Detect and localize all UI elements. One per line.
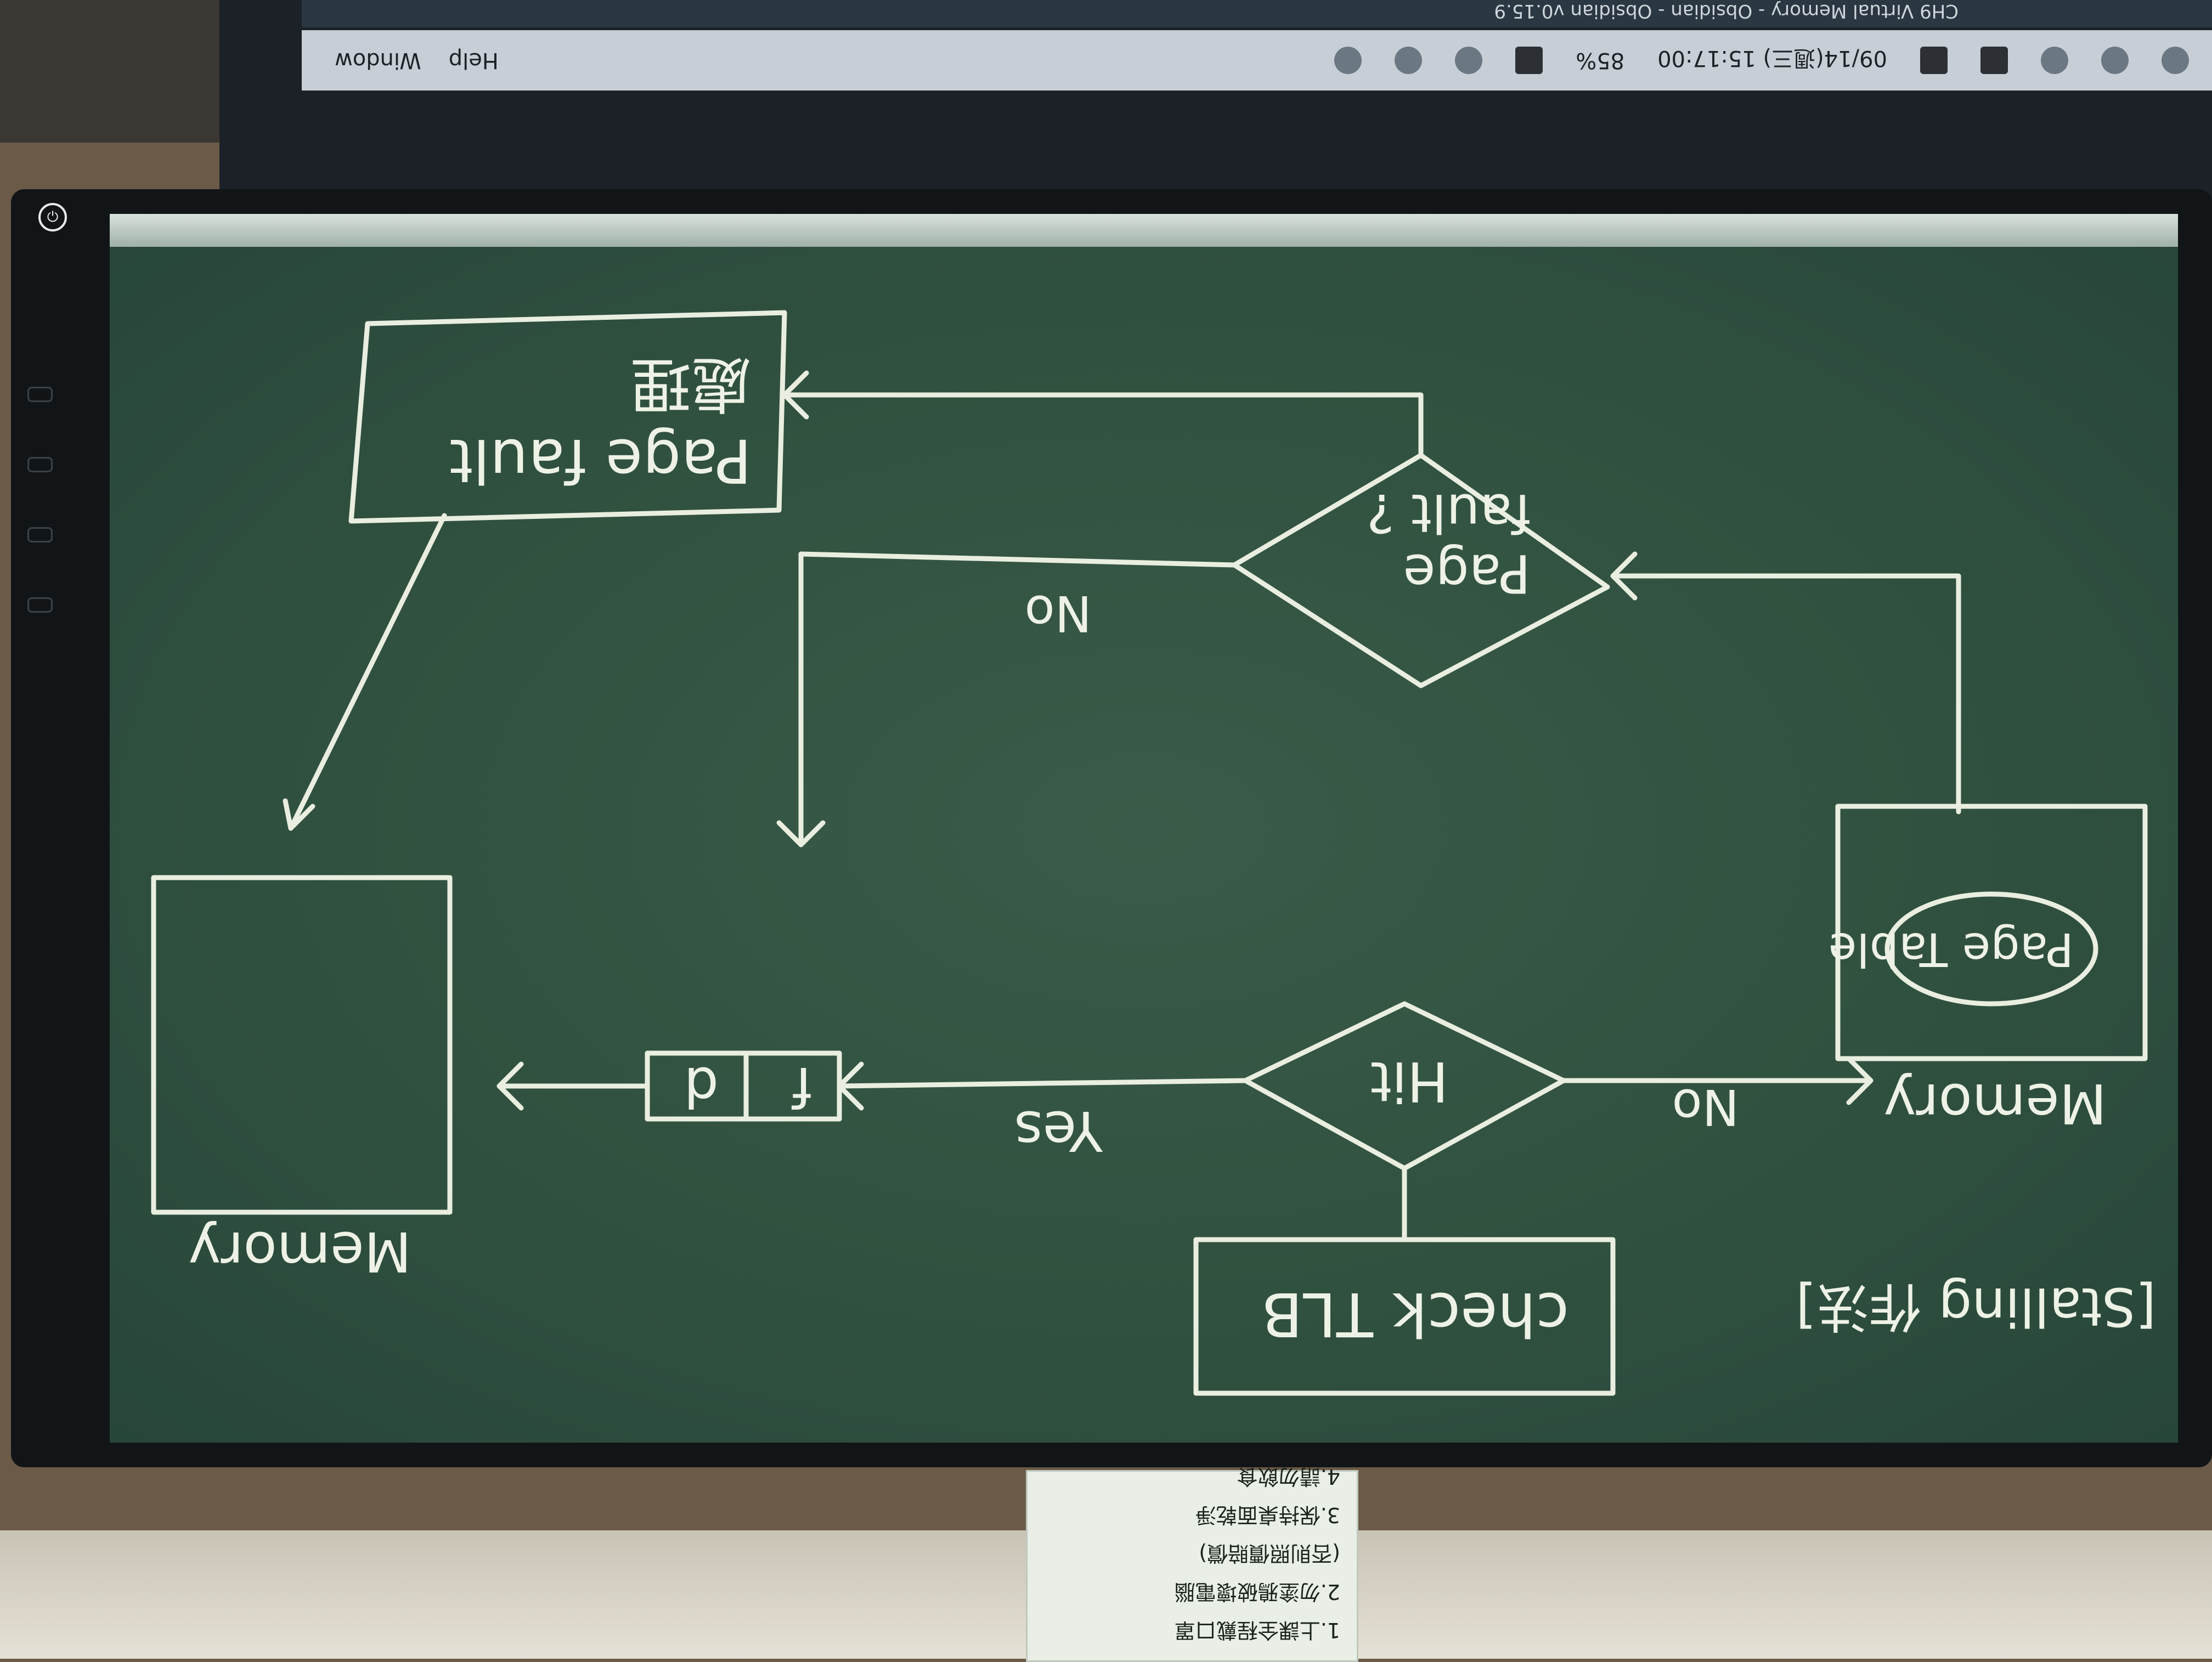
sticker-line: 3.保持桌面乾淨 [1195,1503,1340,1527]
search-icon[interactable] [1455,47,1483,74]
hit-diamond [1243,1001,1566,1171]
taskbar-datetime: 09/14(週三) 15:17:00 [1657,46,1887,71]
memory-left-label: Memory [188,1219,411,1284]
power-icon[interactable]: ⏻ [38,203,67,231]
fault-yes-line [782,392,1424,458]
bluetooth-icon[interactable] [2101,47,2129,74]
page-fault-handler-label: Page fault 處理 [449,349,752,496]
window-title: CH9 Virtual Memory - Obsidian - Obsidian… [1494,0,1959,22]
board-heading: [Stalling 作法] [1796,1276,2156,1337]
bezel-button[interactable] [27,527,53,542]
battery-percent: 85% [1576,48,1625,73]
sticker-line: 1.上課全程戴口罩 [1174,1618,1340,1642]
bezel-button[interactable] [27,457,53,472]
sticker-line: 2.勿塗鴉破壞電腦 [1174,1580,1340,1604]
bezel-button[interactable] [27,387,53,402]
chalkboard: [Stalling 作法] check TLB Hit Yes No Page … [110,214,2178,1443]
page-table-ellipse [1884,891,2098,1007]
check-tlb-label: check TLB [1261,1279,1569,1349]
taskbar: 09/14(週三) 15:17:00 85% Help Window [302,30,2212,91]
cables-background [0,0,230,143]
clock-icon[interactable] [2162,47,2189,74]
handler-arrowhead [283,798,315,831]
rules-sticker: 1.上課全程戴口罩 2.勿塗鴉破壞電腦 (否則照價賠償) 3.保持桌面乾淨 4.… [1026,1465,1358,1662]
hit-yes-label: Yes [1014,1099,1103,1163]
bezel-buttons [27,387,53,668]
sticker-line: 4.請勿飲食 [1237,1465,1340,1489]
handler-to-memory-arrow [288,513,447,831]
fault-no-arrowhead [776,820,826,847]
rules-sticker-text: 1.上課全程戴口罩 2.勿塗鴉破壞電腦 (否則照價賠償) 3.保持桌面乾淨 4.… [1028,1465,1357,1660]
memory-right-box [1835,804,2148,1061]
memory-right-label: Memory [1883,1071,2107,1135]
fault-no-label: No [1024,584,1092,642]
fault-no-line [798,551,1237,847]
page-fault-label: Page fault ? [1366,482,1531,604]
input-method-icon[interactable] [1920,47,1948,74]
pagetable-arrowhead [1610,551,1638,601]
page-table-label: Page Table [1828,923,2074,976]
sticker-line: (否則照價賠償) [1199,1541,1340,1565]
page-fault-handler-box [348,310,787,524]
siri-icon[interactable] [1395,47,1423,74]
hit-no-label: No [1672,1078,1739,1135]
menu-window[interactable]: Window [335,48,421,73]
pagetable-to-fault-line [1610,573,1961,815]
menu-bar: Help Window [335,48,499,73]
battery-icon [1515,47,1543,74]
bezel-button[interactable] [27,597,53,613]
flowchart-lines [151,310,2148,1396]
fd-arrowhead [496,1061,524,1111]
window-titlebar: CH9 Virtual Memory - Obsidian - Obsidian… [302,0,2212,27]
hit-label: Hit [1370,1049,1448,1113]
projected-chalkboard-screen: [Stalling 作法] check TLB Hit Yes No Page … [110,214,2178,1443]
menu-help[interactable]: Help [448,48,499,73]
wifi-icon[interactable] [2041,47,2068,74]
keyboard-icon[interactable] [1980,47,2008,74]
control-center-icon[interactable] [1334,47,1362,74]
fd-f-label: f [792,1055,812,1119]
memory-left-box [151,875,453,1215]
hit-yes-arrow [837,1078,1248,1089]
fd-d-label: d [684,1055,719,1119]
hit-no-arrowhead [1846,1056,1874,1105]
